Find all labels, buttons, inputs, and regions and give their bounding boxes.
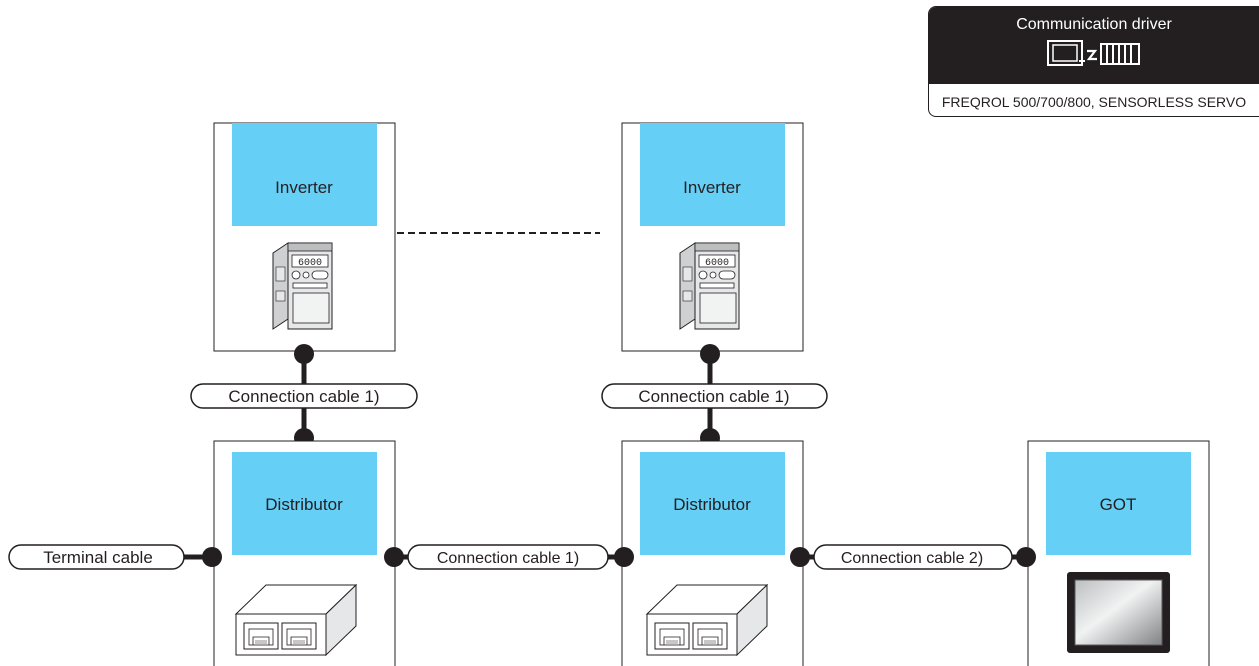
driver-header: Communication driver bbox=[929, 7, 1259, 84]
cable-between-distributors[interactable]: Connection cable 1) bbox=[384, 544, 634, 570]
terminal-cable[interactable]: Terminal cable bbox=[8, 544, 222, 570]
driver-connection-icon bbox=[1047, 40, 1140, 66]
cable-inverter-2[interactable]: Connection cable 1) bbox=[601, 344, 828, 448]
got-screen-icon bbox=[1067, 572, 1170, 653]
inverter-node-1[interactable]: Inverter bbox=[213, 122, 396, 352]
distributor-node-1[interactable]: Distributor bbox=[213, 440, 396, 666]
inverter-icon bbox=[679, 242, 740, 330]
got-node[interactable]: GOT bbox=[1027, 440, 1210, 666]
distributor-label: Distributor bbox=[673, 495, 751, 514]
inverter-label: Inverter bbox=[683, 178, 741, 197]
distributor-label: Distributor bbox=[265, 495, 343, 514]
communication-driver-box: Communication driver FREQROL 500/700/800… bbox=[928, 6, 1259, 117]
cable-label: Connection cable 2) bbox=[841, 550, 983, 567]
driver-title: Communication driver bbox=[1016, 16, 1172, 33]
cable-label: Connection cable 1) bbox=[437, 550, 579, 567]
distributor-node-2[interactable]: Distributor bbox=[621, 440, 804, 666]
driver-subtitle: FREQROL 500/700/800, SENSORLESS SERVO bbox=[941, 94, 1247, 110]
inverter-icon bbox=[272, 242, 333, 330]
cable-label: Terminal cable bbox=[43, 548, 153, 567]
cable-label: Connection cable 1) bbox=[638, 387, 789, 406]
cable-label: Connection cable 1) bbox=[228, 387, 379, 406]
inverter-node-2[interactable]: Inverter bbox=[621, 122, 804, 352]
got-label: GOT bbox=[1100, 495, 1137, 514]
cable-inverter-1[interactable]: Connection cable 1) bbox=[190, 344, 418, 448]
inverter-label: Inverter bbox=[275, 178, 333, 197]
cable-to-got[interactable]: Connection cable 2) bbox=[790, 544, 1036, 570]
